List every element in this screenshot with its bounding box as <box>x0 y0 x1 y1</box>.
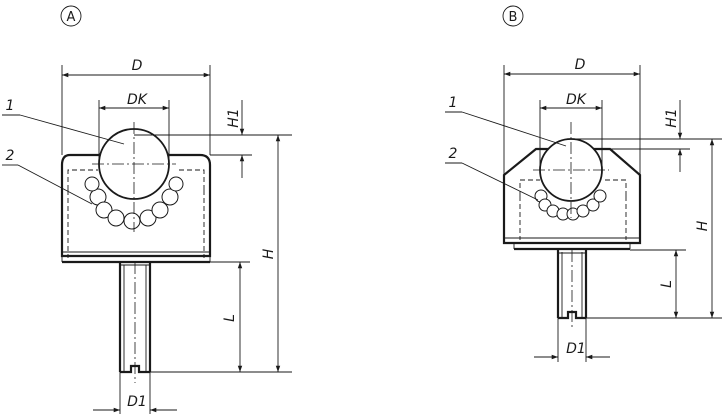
badge-b: B <box>502 5 524 27</box>
leader-1-b: 1 <box>445 95 567 147</box>
dimension-H1-a: H1 <box>134 100 292 178</box>
view-a: A <box>2 5 292 414</box>
dimension-DK-b: DK <box>539 92 603 165</box>
leader-2-b: 2 <box>445 146 539 201</box>
label-DK-b: DK <box>566 92 588 108</box>
body-a <box>60 153 212 264</box>
label-H-a: H <box>261 248 277 259</box>
dimension-D1-a: D1 <box>93 372 177 414</box>
leader-2-a: 2 <box>2 148 93 205</box>
label-D1-b: D1 <box>566 341 586 357</box>
label-item2-a: 2 <box>6 148 15 164</box>
ball-assembly-b <box>533 122 609 221</box>
dimension-H-b: H <box>586 139 722 319</box>
label-H1-b: H1 <box>664 108 680 127</box>
label-H1-a: H1 <box>226 108 242 127</box>
shank-a <box>118 262 152 383</box>
leader-1-a: 1 <box>2 98 125 145</box>
dimension-H1-b: H1 <box>571 100 722 172</box>
dimension-D-a: D <box>61 58 211 155</box>
label-item1-b: 1 <box>449 95 458 111</box>
shank-b <box>556 250 588 328</box>
dimension-L-b: L <box>630 249 686 318</box>
badge-a-text: A <box>67 10 76 25</box>
ball-assembly-a <box>84 122 184 232</box>
label-item2-b: 2 <box>449 146 458 162</box>
badge-a: A <box>60 5 82 27</box>
label-D-a: D <box>132 58 143 74</box>
dimension-L-a: L <box>210 261 250 372</box>
label-D-b: D <box>575 57 586 73</box>
dimension-D1-b: D1 <box>534 318 610 362</box>
view-b: B <box>445 5 722 362</box>
dimension-H-a: H <box>150 135 292 373</box>
label-L-b: L <box>659 280 675 288</box>
label-DK-a: DK <box>127 92 149 108</box>
dimension-D-b: D <box>503 57 641 175</box>
label-item1-a: 1 <box>6 98 15 114</box>
label-L-a: L <box>222 314 238 322</box>
label-D1-a: D1 <box>127 394 147 410</box>
dimension-DK-a: DK <box>98 92 170 160</box>
label-H-b: H <box>695 220 711 231</box>
badge-b-text: B <box>509 10 518 25</box>
